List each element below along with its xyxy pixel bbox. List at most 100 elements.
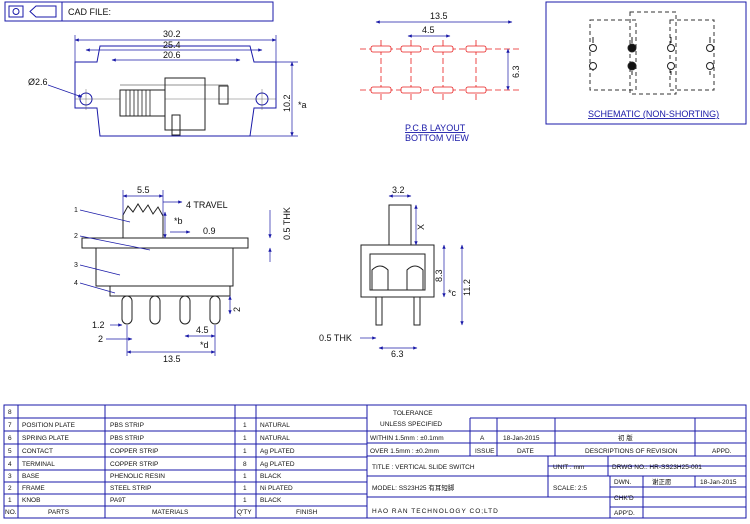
company-name: HAO RAN TECHNOLOGY CO;LTD bbox=[372, 508, 499, 515]
bom-row-2: 2 FRAME STEEL STRIP 1 Ni PLATED bbox=[8, 485, 293, 492]
pcb-layout: 13.5 4.5 6.3 P.C.B LAYOUT BOTTOM VIEW bbox=[360, 11, 521, 143]
bom-row-6: 6 SPRING PLATE PBS STRIP 1 NATURAL bbox=[8, 435, 290, 442]
tag-a: *a bbox=[298, 100, 307, 110]
bom-cell: 8 bbox=[8, 409, 12, 416]
unit-label: UNIT : mm bbox=[553, 464, 584, 471]
tag-c: *c bbox=[448, 288, 457, 298]
rev-letter: A bbox=[480, 435, 485, 442]
bom-cell: 1 bbox=[243, 497, 247, 504]
title-block: TOLERANCE UNLESS SPECIFIED WITHIN 1.5mm … bbox=[366, 404, 747, 519]
dim-2: 2 bbox=[98, 334, 103, 344]
side-terminals bbox=[121, 295, 221, 325]
bom-cell: 1 bbox=[243, 422, 247, 429]
drawing-title: TITLE : VERTICAL SLIDE SWITCH bbox=[372, 464, 475, 471]
dwn-date: 18-Jan-2015 bbox=[700, 479, 737, 486]
bom-cell: 3 bbox=[8, 473, 12, 480]
dwn-label: DWN. bbox=[614, 479, 632, 486]
appd-label: APP'D. bbox=[614, 510, 635, 517]
bom-cell: COPPER STRIP bbox=[110, 448, 158, 455]
bom-cell: PA9T bbox=[110, 497, 126, 504]
side-view: 5.5 4 TRAVEL *b 0.9 0.5 THK 1 2 3 4 1.2 … bbox=[74, 185, 292, 364]
tolerance-within: WITHIN 1.5mm : ±0.1mm bbox=[370, 435, 444, 442]
bom-cell: Ag PLATED bbox=[260, 448, 295, 455]
bom-cell: PHENOLIC RESIN bbox=[110, 473, 165, 480]
bom-cell: 1 bbox=[243, 435, 247, 442]
col-issue: ISSUE bbox=[475, 448, 495, 455]
bom-cell: TERMINAL bbox=[22, 461, 55, 468]
bom-cell: 7 bbox=[8, 422, 12, 429]
schematic-box: SCHEMATIC (NON-SHORTING) bbox=[545, 1, 747, 125]
scale-label: SCALE: 2:5 bbox=[553, 485, 587, 492]
cad-file-box: CAD FILE: bbox=[4, 1, 274, 22]
dim-4-5: 4.5 bbox=[196, 325, 209, 335]
end-dim-thk: 0.5 THK bbox=[319, 333, 352, 343]
bom-cell: NATURAL bbox=[260, 435, 290, 442]
tolerance-over: OVER 1.5mm : ±0.2mm bbox=[370, 448, 439, 455]
dim-10-2: 10.2 bbox=[282, 94, 292, 112]
bom-cell: COPPER STRIP bbox=[110, 461, 158, 468]
travel-label: 4 TRAVEL bbox=[186, 200, 228, 210]
bom-row-7: 7 POSITION PLATE PBS STRIP 1 NATURAL bbox=[8, 422, 290, 429]
dim-1-2: 1.2 bbox=[92, 320, 105, 330]
pcb-pads bbox=[360, 40, 520, 102]
pcb-subtitle: BOTTOM VIEW bbox=[405, 133, 469, 143]
bom-cell: STEEL STRIP bbox=[110, 485, 151, 492]
col-date: DATE bbox=[517, 448, 535, 455]
rev-date: 18-Jan-2015 bbox=[503, 435, 540, 442]
dwn-name: 谢正愿 bbox=[652, 477, 672, 486]
bom-header-row: NO. PARTS MATERIALS Q'TY FINISH bbox=[5, 509, 318, 516]
top-view: 30.2 25.4 20.6 Ø2.6 10.2 *a bbox=[28, 29, 307, 137]
unless-label: UNLESS SPECIFIED bbox=[380, 421, 442, 428]
bom-table: 8 7 POSITION PLATE PBS STRIP 1 NATURAL 6… bbox=[3, 404, 368, 519]
projection-symbol-icon bbox=[8, 5, 57, 18]
end-terminals bbox=[375, 296, 421, 326]
callout-2: 2 bbox=[74, 233, 78, 240]
bom-row-3: 3 BASE PHENOLIC RESIN 1 BLACK bbox=[8, 473, 282, 480]
bom-header: NO. bbox=[5, 509, 17, 516]
dim-20-6: 20.6 bbox=[163, 50, 181, 60]
rev-desc: 初 版 bbox=[618, 433, 633, 442]
pcb-dim-4-5: 4.5 bbox=[422, 25, 435, 35]
bom-cell: BLACK bbox=[260, 497, 282, 504]
pcb-title: P.C.B LAYOUT bbox=[405, 123, 466, 133]
end-dim-8-3: 8.3 bbox=[434, 269, 444, 282]
bom-cell: SPRING PLATE bbox=[22, 435, 70, 442]
bom-cell: PBS STRIP bbox=[110, 435, 144, 442]
bom-cell: 4 bbox=[8, 461, 12, 468]
dim-13-5: 13.5 bbox=[163, 354, 181, 364]
dim-2-right: 2 bbox=[232, 307, 242, 312]
bom-cell: Ag PLATED bbox=[260, 461, 295, 468]
tolerance-label: TOLERANCE bbox=[393, 410, 433, 417]
schematic-title: SCHEMATIC (NON-SHORTING) bbox=[588, 109, 719, 119]
knob-ridges bbox=[125, 90, 151, 116]
col-desc: DESCRIPTIONS OF REVISION bbox=[585, 448, 678, 455]
bom-row-1: 1 KNOB PA9T 1 BLACK bbox=[8, 497, 282, 504]
tag-d: *d bbox=[200, 340, 209, 350]
end-dim-11-2: 11.2 bbox=[462, 279, 472, 296]
end-dim-6-3: 6.3 bbox=[391, 349, 404, 359]
drawing-number: DRWG NO.: HR-SS23H25-001 bbox=[612, 464, 702, 471]
dim-25-4: 25.4 bbox=[163, 40, 181, 50]
bom-cell: BASE bbox=[22, 473, 40, 480]
bom-cell: FRAME bbox=[22, 485, 45, 492]
cad-file-label: CAD FILE: bbox=[68, 7, 111, 17]
dim-30-2: 30.2 bbox=[163, 29, 181, 39]
callout-4: 4 bbox=[74, 280, 78, 287]
pcb-dim-13-5: 13.5 bbox=[430, 11, 448, 21]
bom-cell: 1 bbox=[243, 485, 247, 492]
bom-cell: POSITION PLATE bbox=[22, 422, 76, 429]
dim-hole: Ø2.6 bbox=[28, 77, 48, 87]
bom-cell: 8 bbox=[243, 461, 247, 468]
bom-header: PARTS bbox=[48, 509, 70, 516]
bom-header: FINISH bbox=[296, 509, 318, 516]
callout-3: 3 bbox=[74, 262, 78, 269]
bom-cell: 1 bbox=[243, 473, 247, 480]
bom-cell: 1 bbox=[8, 497, 12, 504]
col-appd: APPD. bbox=[712, 448, 732, 455]
pcb-dim-6-3: 6.3 bbox=[511, 65, 521, 78]
side-dim-thk: 0.5 THK bbox=[282, 207, 292, 240]
bom-cell: PBS STRIP bbox=[110, 422, 144, 429]
bom-cell: CONTACT bbox=[22, 448, 53, 455]
schematic-contacts bbox=[589, 37, 714, 75]
